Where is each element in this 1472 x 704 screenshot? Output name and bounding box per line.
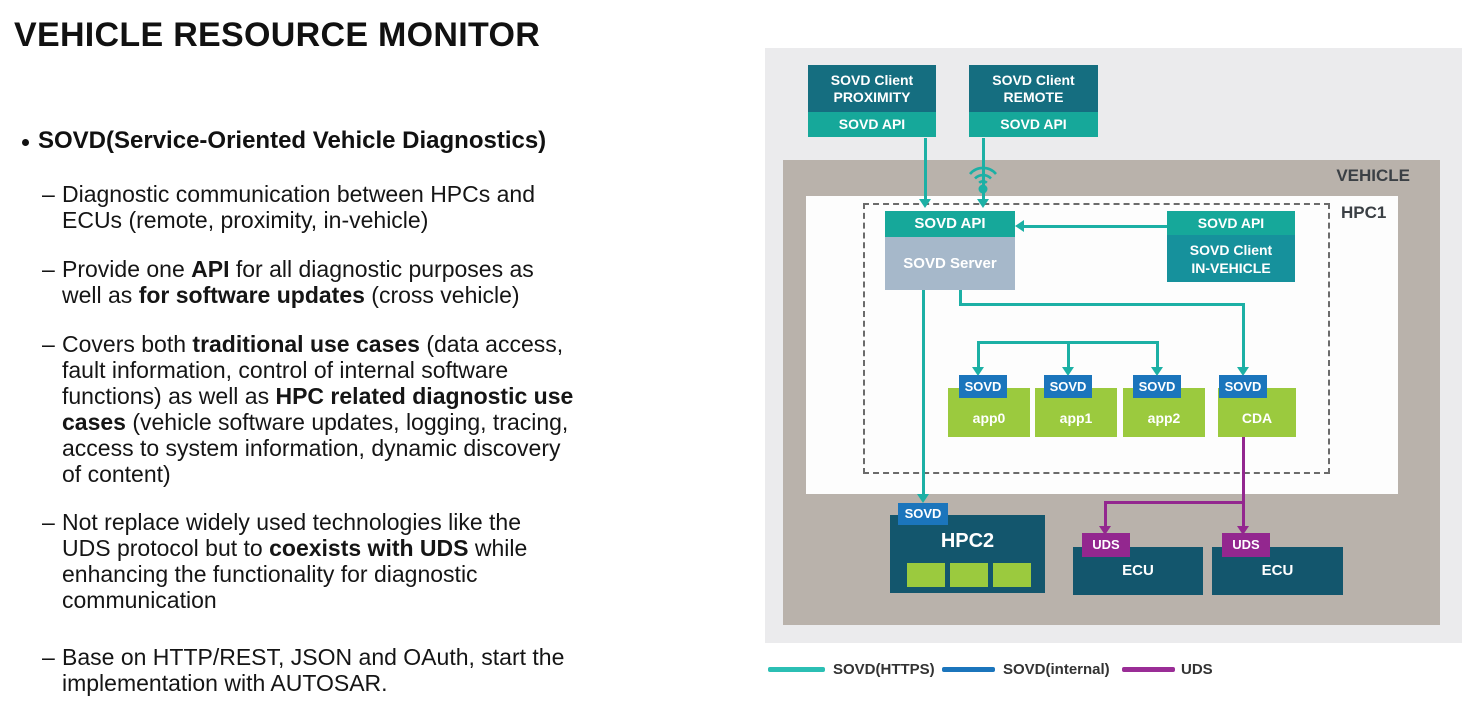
hpc2-green-slot	[993, 563, 1031, 587]
box-sovd-client-proximity: SOVD Client PROXIMITY SOVD API	[808, 65, 936, 137]
server-api-strip: SOVD API	[885, 211, 1015, 237]
arrowhead-uds-right	[1237, 526, 1249, 535]
in-vehicle-line2: IN-VEHICLE	[1191, 260, 1271, 276]
arrowhead-app2	[1151, 367, 1163, 376]
bullet-item: –Base on HTTP/REST, JSON and OAuth, star…	[42, 644, 565, 696]
app0-label: app0	[972, 410, 1006, 426]
client-proximity-line1: SOVD Client	[830, 72, 914, 88]
client-remote-api: SOVD API	[969, 112, 1098, 137]
arrowhead-remote	[977, 199, 989, 208]
arrowhead-app1	[1062, 367, 1074, 376]
in-vehicle-api-strip: SOVD API	[1167, 211, 1295, 235]
ecu1-label: ECU	[1122, 562, 1154, 579]
bullet-item: –Not replace widely used technologies li…	[42, 509, 528, 613]
app1-label: app1	[1059, 410, 1093, 426]
wifi-icon	[969, 166, 997, 194]
legend-label-sovd-https: SOVD(HTTPS)	[833, 661, 935, 678]
legend-swatch-sovd-internal	[942, 667, 995, 672]
uds-tag-2: UDS	[1222, 533, 1270, 557]
sovd-tag-app0: SOVD	[959, 375, 1007, 398]
in-vehicle-line1: SOVD Client	[1189, 242, 1273, 258]
legend-swatch-sovd-https	[768, 667, 825, 672]
bullet-dash: –	[42, 256, 55, 282]
connector-app0-stem	[977, 341, 980, 367]
server-name: SOVD Server	[885, 237, 1015, 290]
client-remote-line1: SOVD Client	[992, 72, 1075, 88]
sovd-tag-cda: SOVD	[1219, 375, 1267, 398]
hpc2-box: HPC2	[890, 515, 1045, 593]
bullet-dash: –	[42, 644, 55, 670]
bullet-dot	[22, 139, 29, 146]
box-sovd-client-in-vehicle: SOVD API SOVD Client IN-VEHICLE	[1167, 211, 1295, 282]
bullet-dash: –	[42, 181, 55, 207]
bullet-item: –Covers both traditional use cases (data…	[42, 331, 574, 487]
sovd-tag-app1: SOVD	[1044, 375, 1092, 398]
bullet-dash: –	[42, 331, 55, 357]
box-sovd-server: SOVD API SOVD Server	[885, 211, 1015, 290]
bullet-item: –Provide one API for all diagnostic purp…	[42, 256, 534, 308]
connector-cda-down	[1242, 437, 1245, 526]
client-proximity-title: SOVD Client PROXIMITY	[808, 65, 936, 112]
connector-app2-stem	[1156, 341, 1159, 367]
bullet-dash: –	[42, 509, 55, 535]
legend-label-uds: UDS	[1181, 661, 1213, 678]
sovd-tag-hpc2: SOVD	[898, 503, 948, 525]
box-sovd-client-remote: SOVD Client REMOTE SOVD API	[969, 65, 1098, 137]
hpc2-green-slot	[950, 563, 988, 587]
app2-label: app2	[1147, 410, 1181, 426]
connector-invehicle-to-api	[1024, 225, 1167, 228]
arrowhead-uds-left	[1099, 526, 1111, 535]
legend-swatch-uds	[1122, 667, 1175, 672]
arrowhead-hpc2	[917, 494, 929, 503]
ecu2-label: ECU	[1261, 562, 1294, 579]
connector-uds-left-stem	[1104, 501, 1107, 526]
legend-label-sovd-internal: SOVD(internal)	[1003, 661, 1110, 678]
connector-app1-stem	[1067, 341, 1070, 367]
arrowhead-cda	[1237, 367, 1249, 376]
client-proximity-line2: PROXIMITY	[833, 89, 911, 105]
sovd-tag-app2: SOVD	[1133, 375, 1181, 398]
hpc2-label: HPC2	[940, 530, 995, 552]
hpc2-green-slot	[907, 563, 945, 587]
page-title: VEHICLE RESOURCE MONITOR	[14, 16, 541, 54]
in-vehicle-title: SOVD Client IN-VEHICLE	[1167, 235, 1295, 282]
uds-tag-1: UDS	[1082, 533, 1130, 557]
hpc1-dashed-region	[863, 203, 1330, 474]
connector-to-cda	[1242, 303, 1245, 367]
bullet-heading: SOVD(Service-Oriented Vehicle Diagnostic…	[38, 127, 547, 154]
cda-label: CDA	[1241, 410, 1273, 426]
vehicle-label: VEHICLE	[1336, 166, 1410, 185]
arrowhead-invehicle	[1015, 220, 1024, 232]
arrowhead-proximity	[919, 199, 931, 208]
arrowhead-app0	[972, 367, 984, 376]
hpc1-label: HPC1	[1341, 203, 1387, 222]
connector-server-elbow-v1	[959, 290, 962, 306]
connector-server-elbow-h	[959, 303, 1245, 306]
client-proximity-api: SOVD API	[808, 112, 936, 137]
client-remote-title: SOVD Client REMOTE	[969, 65, 1098, 112]
connector-proximity-to-api	[924, 138, 927, 199]
connector-uds-rail	[1104, 501, 1245, 504]
client-remote-line2: REMOTE	[1003, 89, 1064, 105]
connector-server-to-hpc2	[922, 290, 925, 494]
bullet-item: –Diagnostic communication between HPCs a…	[42, 181, 536, 233]
